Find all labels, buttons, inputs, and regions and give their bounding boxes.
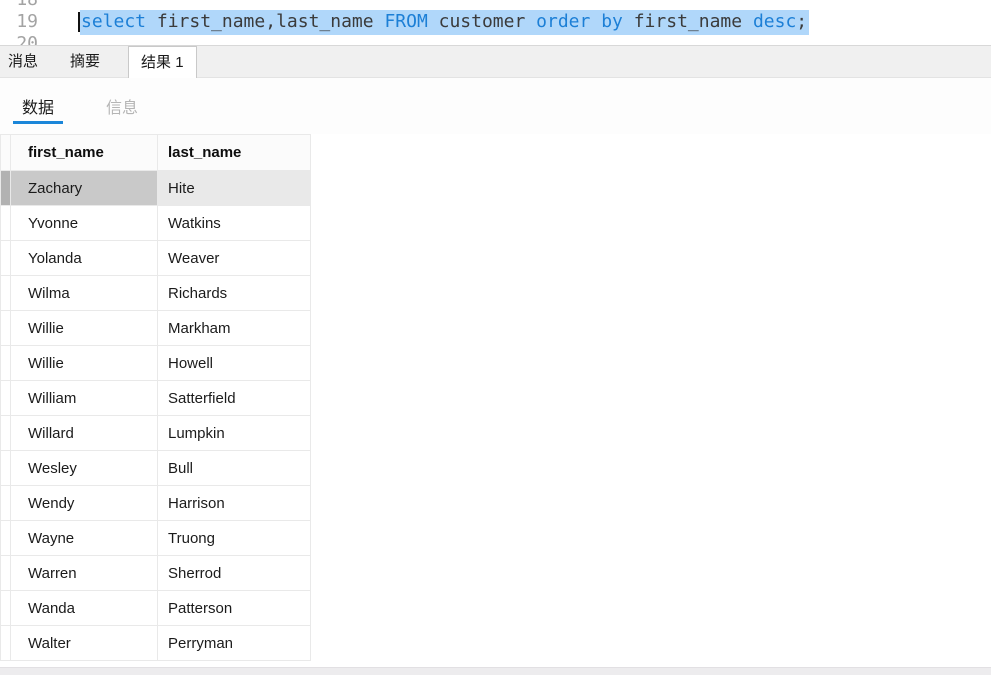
tab-summary[interactable]: 摘要	[70, 53, 101, 70]
column-header-last-name[interactable]: last_name	[157, 134, 311, 171]
cell-last-name[interactable]: Weaver	[157, 240, 311, 276]
row-selector[interactable]	[0, 450, 11, 486]
row-selector[interactable]	[0, 415, 11, 451]
row-selector[interactable]	[0, 170, 11, 206]
cell-first-name[interactable]: Yolanda	[10, 240, 158, 276]
cell-last-name[interactable]: Bull	[157, 450, 311, 486]
cell-last-name[interactable]: Markham	[157, 310, 311, 346]
sql-line-19-code: select first_name,last_name FROM custome…	[78, 9, 810, 35]
sql-editor-lines: 18 19 select first_name,last_name FROM c…	[0, 0, 991, 45]
cell-first-name[interactable]: Yvonne	[10, 205, 158, 241]
row-selector[interactable]	[0, 380, 11, 416]
cell-first-name[interactable]: William	[10, 380, 158, 416]
sql-line-18: 18	[0, 0, 991, 11]
result-tab-bar: 消息 摘要 结果 1	[0, 45, 991, 78]
line-number: 18	[0, 0, 38, 11]
row-selector[interactable]	[0, 205, 11, 241]
sql-selected-text: select first_name,last_name FROM custome…	[80, 9, 810, 35]
cell-first-name[interactable]: Willie	[10, 310, 158, 346]
sql-token-keyword: order by	[536, 10, 634, 32]
row-selector[interactable]	[0, 625, 11, 661]
cell-last-name[interactable]: Sherrod	[157, 555, 311, 591]
sql-token-plain: first_name,last_name	[156, 10, 385, 32]
row-selector[interactable]	[0, 520, 11, 556]
sql-token-plain: customer	[438, 10, 537, 32]
row-selector[interactable]	[0, 485, 11, 521]
cell-last-name[interactable]: Howell	[157, 345, 311, 381]
sql-token-keyword: select	[81, 10, 157, 32]
cell-last-name[interactable]: Perryman	[157, 625, 311, 661]
cell-last-name[interactable]: Watkins	[157, 205, 311, 241]
sql-token-plain: first_name	[633, 10, 753, 32]
sql-token-keyword: FROM	[384, 10, 439, 32]
grid-header-row: first_name last_name	[0, 134, 311, 171]
sql-token-plain: ;	[796, 10, 808, 32]
cell-first-name[interactable]: Walter	[10, 625, 158, 661]
cell-first-name[interactable]: Zachary	[10, 170, 158, 206]
row-selector[interactable]	[0, 555, 11, 591]
cell-last-name[interactable]: Hite	[157, 170, 311, 206]
cell-first-name[interactable]: Wendy	[10, 485, 158, 521]
cell-first-name[interactable]: Wanda	[10, 590, 158, 626]
sql-editor[interactable]: 18 19 select first_name,last_name FROM c…	[0, 0, 991, 45]
tab-messages[interactable]: 消息	[8, 53, 39, 70]
cell-last-name[interactable]: Richards	[157, 275, 311, 311]
cell-last-name[interactable]: Lumpkin	[157, 415, 311, 451]
horizontal-scrollbar[interactable]	[0, 667, 991, 675]
cell-last-name[interactable]: Satterfield	[157, 380, 311, 416]
result-subtab-bar: 数据 信息	[0, 78, 991, 134]
row-selector[interactable]	[0, 240, 11, 276]
cell-last-name[interactable]: Patterson	[157, 590, 311, 626]
sql-token-keyword: desc	[752, 10, 797, 32]
sql-line-20: 20	[0, 33, 991, 45]
cell-last-name[interactable]: Harrison	[157, 485, 311, 521]
row-selector[interactable]	[0, 345, 11, 381]
row-selector[interactable]	[0, 590, 11, 626]
cell-first-name[interactable]: Willie	[10, 345, 158, 381]
column-header-first-name[interactable]: first_name	[10, 134, 158, 171]
subtab-data[interactable]: 数据	[13, 94, 64, 124]
row-selector[interactable]	[0, 275, 11, 311]
row-selector[interactable]	[0, 310, 11, 346]
cell-first-name[interactable]: Warren	[10, 555, 158, 591]
cell-first-name[interactable]: Wayne	[10, 520, 158, 556]
cell-first-name[interactable]: Wesley	[10, 450, 158, 486]
grid-corner-cell[interactable]	[0, 134, 11, 171]
text-caret	[78, 12, 80, 32]
cell-last-name[interactable]: Truong	[157, 520, 311, 556]
cell-first-name[interactable]: Wilma	[10, 275, 158, 311]
cell-first-name[interactable]: Willard	[10, 415, 158, 451]
line-number: 19	[16, 11, 38, 32]
sql-line-19: 19 select first_name,last_name FROM cust…	[0, 9, 991, 35]
line-number: 20	[16, 33, 38, 45]
subtab-info[interactable]: 信息	[106, 100, 139, 117]
tab-result-1[interactable]: 结果 1	[128, 46, 197, 78]
